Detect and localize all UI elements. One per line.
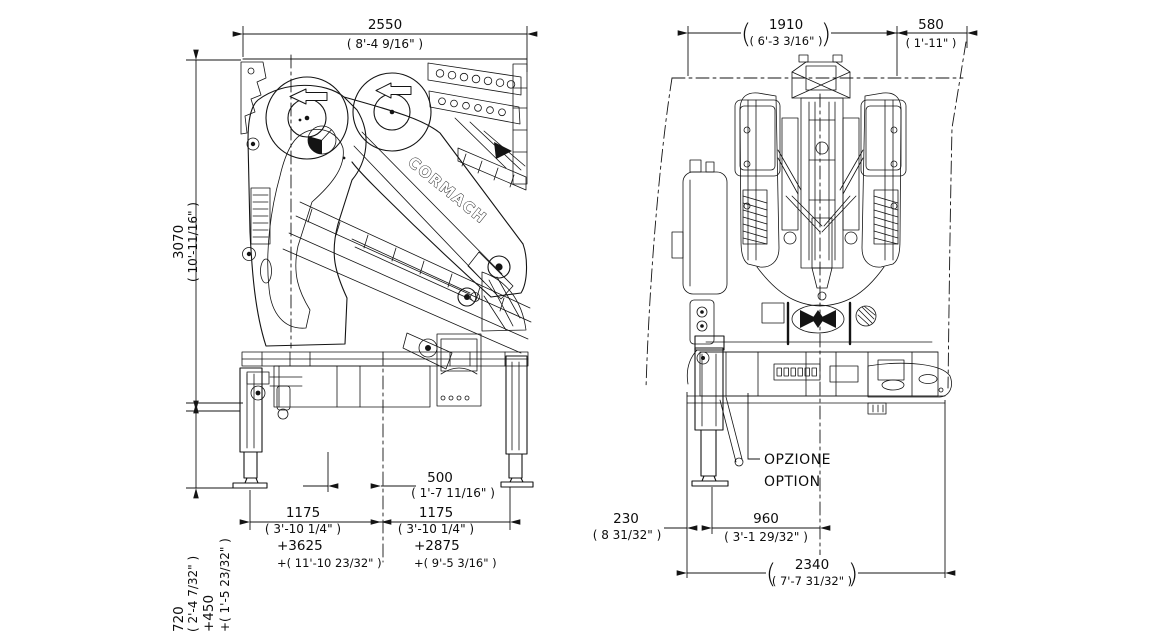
dim-label-option-imperial: +( 1'-5 23/32" ) bbox=[218, 538, 232, 632]
big-paren-close: ) bbox=[848, 559, 859, 590]
dim-label: 2550 bbox=[368, 17, 402, 33]
dim-label: 230 bbox=[613, 511, 639, 527]
vent-grille bbox=[855, 305, 877, 327]
rear-base bbox=[686, 301, 952, 415]
leader-line bbox=[747, 393, 760, 460]
dim-label: 720 bbox=[171, 606, 187, 632]
dim-label: 1175 bbox=[286, 505, 320, 521]
winch-drum-right bbox=[352, 72, 432, 152]
dim-label: 1910 bbox=[769, 17, 803, 33]
left-bracket bbox=[240, 61, 267, 135]
dim-label-imperial: ( 3'-1 29/32" ) bbox=[724, 530, 808, 544]
option-label-it: OPZIONE bbox=[764, 452, 831, 468]
base-frame bbox=[241, 271, 529, 420]
folded-arm-left bbox=[734, 92, 802, 268]
big-paren-close: ) bbox=[821, 19, 832, 50]
big-paren-open: ( bbox=[766, 559, 777, 590]
crane-column bbox=[242, 84, 367, 347]
main-boom: CORMACH bbox=[343, 96, 528, 307]
dim-label-imperial: ( 7'-7 31/32" ) bbox=[772, 574, 852, 588]
folded-arm-right bbox=[839, 92, 907, 268]
rotation-arrow-icon bbox=[375, 82, 412, 99]
dim-label-option: +450 bbox=[201, 595, 217, 632]
dim-rear-offset: 230 ( 8 31/32" ) bbox=[593, 392, 713, 578]
rotation-arrow-icon bbox=[289, 88, 328, 105]
dim-ground-clearance: 720 ( 2'-4 7/32" ) +450 +( 1'-5 23/32" ) bbox=[171, 400, 240, 632]
dim-label-imperial: ( 6'-3 3/16" ) bbox=[750, 34, 823, 48]
dim-label: 2340 bbox=[795, 557, 829, 573]
dim-spread-right: 1175 ( 3'-10 1/4" ) +2875 +( 9'-5 3/16" … bbox=[370, 505, 521, 570]
dim-label-imperial: ( 8'-4 9/16" ) bbox=[347, 37, 423, 51]
option-label-en: OPTION bbox=[764, 474, 821, 490]
section-marker-icon bbox=[307, 125, 337, 155]
rear-view bbox=[645, 41, 967, 579]
dim-label: 3070 bbox=[171, 225, 187, 259]
dim-rear-width: ( ) 1910 ( 6'-3 3/16" ) bbox=[677, 15, 908, 76]
dim-rear-overall: ( ) 2340 ( 7'-7 31/32" ) bbox=[676, 400, 956, 592]
rear-dimensions: ( ) 1910 ( 6'-3 3/16" ) 580 ( 1'-11" ) 2… bbox=[593, 15, 978, 592]
dim-label-imperial: ( 2'-4 7/32" ) bbox=[186, 556, 200, 632]
stabilizer-leg-rear bbox=[686, 335, 744, 487]
grooved-pad bbox=[250, 187, 271, 245]
brand-emblem bbox=[791, 304, 845, 334]
dim-label-imperial: ( 1'-7 11/16" ) bbox=[411, 486, 495, 500]
big-paren-open: ( bbox=[741, 19, 752, 50]
option-callout: OPZIONE OPTION bbox=[747, 393, 831, 490]
side-tank bbox=[671, 159, 728, 345]
dim-side-height: 3070 ( 10'-11/16" ) bbox=[171, 49, 243, 414]
dim-rear-track: 960 ( 3'-1 29/32" ) bbox=[701, 511, 831, 544]
dim-label-imperial: ( 8 31/32" ) bbox=[593, 528, 662, 542]
dim-label-extended-imperial: +( 9'-5 3/16" ) bbox=[414, 556, 497, 570]
boom-rest-bracket bbox=[791, 54, 851, 99]
dim-label: 580 bbox=[918, 17, 944, 33]
dim-label: 500 bbox=[427, 470, 453, 486]
dim-label-extended-imperial: +( 11'-10 23/32" ) bbox=[277, 556, 382, 570]
center-mast bbox=[785, 97, 857, 301]
dim-label-imperial: ( 3'-10 1/4" ) bbox=[265, 522, 341, 536]
truck-body-outline bbox=[645, 41, 967, 389]
folded-jib-stack bbox=[427, 62, 528, 191]
dim-column-offset: 500 ( 1'-7 11/16" ) bbox=[303, 452, 495, 500]
stabilizer-leg-right-side bbox=[500, 355, 534, 488]
dim-label-imperial: ( 3'-10 1/4" ) bbox=[398, 522, 474, 536]
dim-label-extended: +2875 bbox=[414, 538, 460, 554]
dim-label: 1175 bbox=[419, 505, 453, 521]
dim-label-imperial: ( 10'-11/16" ) bbox=[186, 202, 200, 282]
oil-tank bbox=[273, 365, 431, 408]
dim-rear-side: 580 ( 1'-11" ) bbox=[886, 17, 978, 50]
side-dimensions: 2550 ( 8'-4 9/16" ) 3070 ( 10'-11/16" ) … bbox=[171, 17, 538, 632]
stabilizer-leg-left-side bbox=[232, 367, 268, 489]
dim-label-extended: +3625 bbox=[277, 538, 323, 554]
dim-spread-left: 1175 ( 3'-10 1/4" ) +3625 +( 11'-10 23/3… bbox=[239, 487, 511, 570]
dim-label: 960 bbox=[753, 511, 779, 527]
cormach-logo: CORMACH bbox=[404, 153, 490, 227]
dim-side-width: 2550 ( 8'-4 9/16" ) bbox=[232, 17, 538, 72]
folded-boom-sections bbox=[282, 201, 532, 370]
dim-label-imperial: ( 1'-11" ) bbox=[906, 36, 957, 50]
winch-drum-left bbox=[265, 76, 349, 160]
